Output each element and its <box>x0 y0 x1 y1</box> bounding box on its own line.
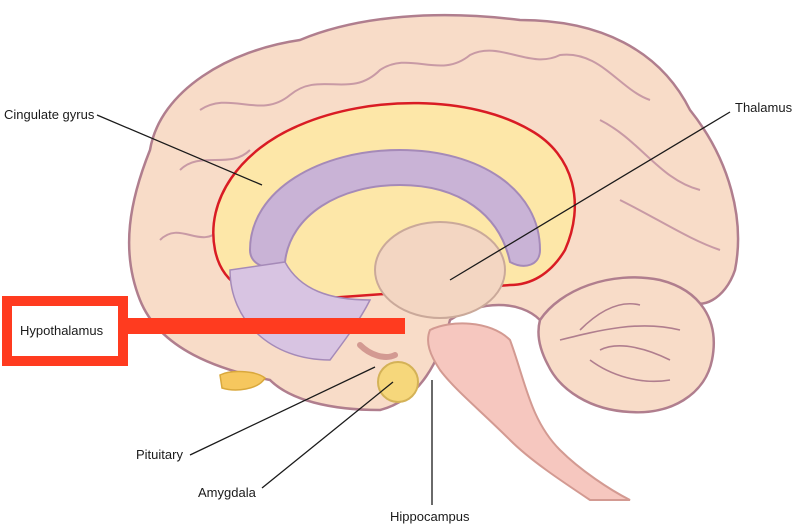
label-thalamus: Thalamus <box>735 100 793 115</box>
corpus-callosum <box>248 148 542 269</box>
cingulate-leader <box>96 114 263 186</box>
pituitary-leader <box>189 366 376 456</box>
thalamus-leader <box>449 111 731 281</box>
amygdala <box>377 361 419 403</box>
label-hypothalamus: Hypothalamus <box>20 323 104 338</box>
label-cingulate-gyrus: Cingulate gyrus <box>4 107 95 122</box>
label-pituitary: Pituitary <box>136 447 183 462</box>
gyri-folds <box>159 49 721 251</box>
cerebellum-arbor <box>559 303 681 383</box>
label-amygdala: Amygdala <box>198 485 257 500</box>
temporal-tip <box>219 370 266 391</box>
cerebellum <box>537 276 715 414</box>
pituitary-stalk <box>357 342 398 360</box>
brainstem <box>427 322 631 501</box>
amygdala-leader <box>261 381 394 489</box>
hypothalamus-highlight-bar <box>123 318 405 334</box>
thalamus <box>374 221 506 319</box>
label-hippocampus: Hippocampus <box>390 509 470 524</box>
